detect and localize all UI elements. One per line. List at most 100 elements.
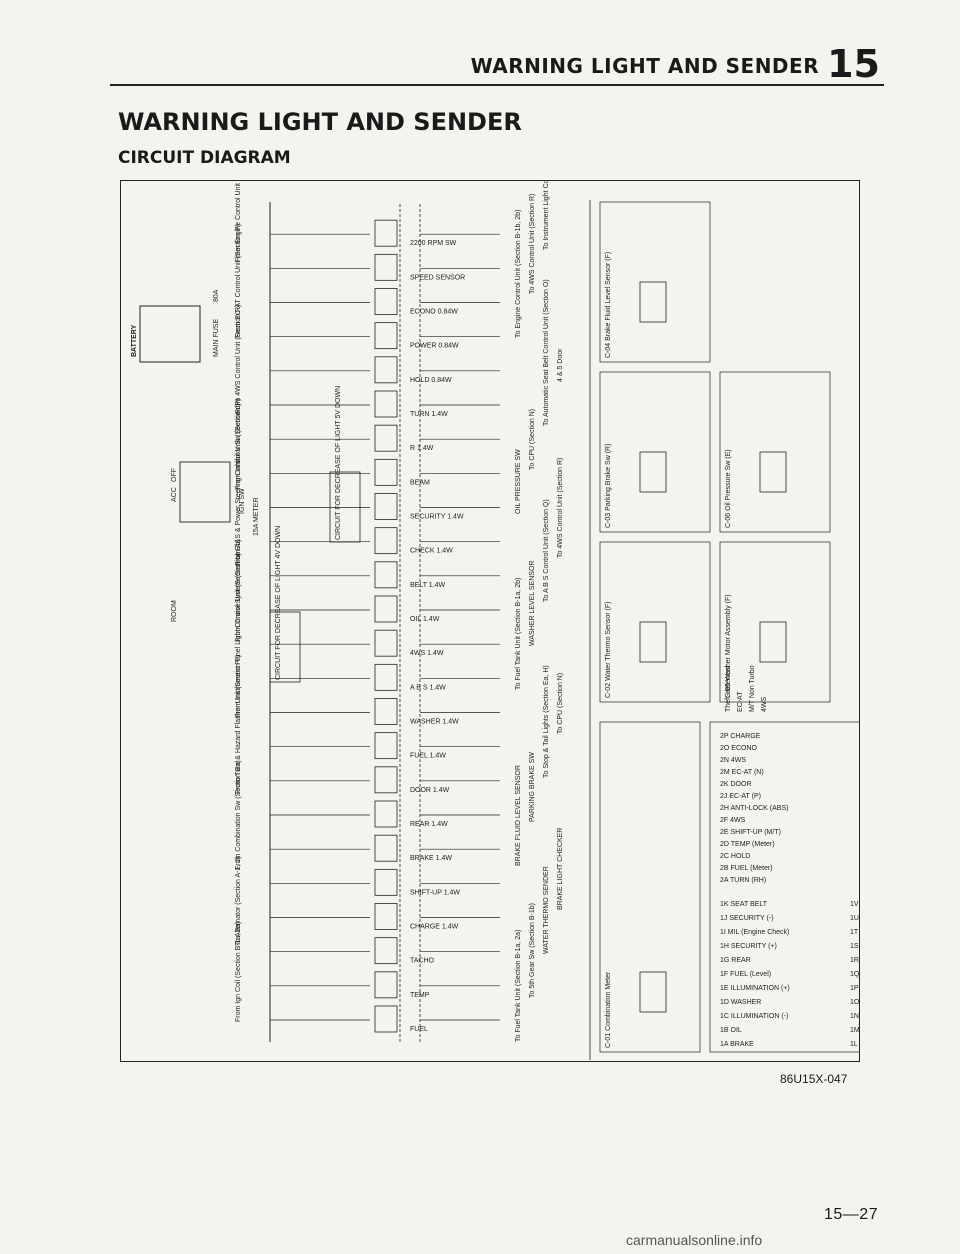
terminal-right-entry: 2H ANTI-LOCK (ABS) [720,805,788,812]
side-label: From Inhibitor Sw (Section P) [235,399,242,490]
lamp-box [374,971,398,999]
terminal-left-entry: 1C ILLUMINATION (-) [720,1013,788,1020]
lamp-box [374,219,398,247]
lamp-2: TACHO [270,937,500,965]
terminal-right-entry: 2C HOLD [720,853,750,860]
terminal-left-entry: 1Q TACHOMETER [850,971,860,978]
lamp-6: REAR 1.4W [270,800,500,828]
bottom-label: OIL PRESSURE SW [515,449,522,514]
battery-symbol [139,305,201,363]
terminal-right-entry: 2O ECONO [720,745,758,752]
connector-symbol [639,281,667,323]
side-label: From Turn & Hazard Flasher Unit (Section… [235,655,242,794]
connector-cell [599,371,711,533]
lamp-label: TACHO [410,958,435,965]
lamp-box [374,356,398,384]
connector-table: C-01 Combination Meter C-02 Water Thermo … [599,201,860,1053]
lamp-15: SECURITY 1.4W [270,493,500,521]
lamp-label: SECURITY 1.4W [410,514,464,521]
lamp-box [374,322,398,350]
bottom-label: To Fuel Tank Unit (Section B-1a, 2a) [515,930,522,1042]
page-number: 15—27 [824,1206,879,1223]
decrease-light-circuit-4v [269,611,301,683]
lamp-box [374,561,398,589]
bottom-label: To CPU (Section N) [529,409,536,470]
connector-cell [719,541,831,703]
lamp-box [374,800,398,828]
lamp-label: HOLD 0.84W [410,377,452,384]
connector-title: C-01 Combination Meter [605,971,612,1048]
lamp-22: SPEED SENSOR [270,253,500,281]
diagram-border [120,180,860,1062]
terminal-right-entry: 2N 4WS [720,757,746,764]
side-label: From Cruise Unit (Section L) [235,553,242,642]
connector-symbol [639,451,667,493]
connector-title: C-06 Oil Pressure Sw (E) [725,449,732,528]
bottom-label: To Fuel Tank Unit (Section B-1a, 2b) [515,578,522,690]
watermark-text: carmanualsonline.info [626,1232,763,1248]
lamp-label: FUEL 1.4W [410,753,446,760]
off-label: OFF [171,468,178,482]
terminal-right-entry: 2B FUEL (Meter) [720,865,773,872]
terminal-left-entry: 1L 2200 RPM Sw M/T EC-AT (R) [850,1041,860,1048]
lamp-box [374,698,398,725]
lamp-0: FUEL [270,1005,500,1033]
terminal-left-entry: 1R IGN [850,957,860,964]
lamp-5: BRAKE 1.4W [270,834,500,862]
lamp-label: SPEED SENSOR [410,274,465,281]
legend-entry: EC-AT [737,691,744,712]
bottom-label: 4 & 5 Door [557,348,564,382]
terminal-right-entry: 2K DOOR [720,781,752,788]
lamp-label: 2200 RPM SW [410,240,457,247]
terminal-left-entry: 1U SPEED SENSOR [850,915,860,922]
terminal-right-entry: 2M EC-AT (N) [720,769,764,776]
terminal-left-entry: 1A BRAKE [720,1041,754,1048]
lamp-label: A B S 1.4W [410,684,446,691]
legend-entry: M/T Non Turbo [749,665,756,712]
side-label: From Instrument Panel Light Control Syst… [235,539,242,718]
bottom-label: BRAKE LIGHT CHECKER [557,828,564,910]
circuit-diagram: BATTERY MAIN FUSE 80A IGN SW ACC OFF 15A… [120,180,860,1062]
legend-entry: 4WS [761,697,768,713]
bottom-label: To Automatic Seat Belt Control Unit (Sec… [543,279,550,426]
connector-cell [599,541,711,703]
lamp-box [374,458,398,486]
bottom-label: To Instrument Light Control System (Sect… [543,180,550,250]
side-label: From Combination Sw (Section Ea) [235,760,242,870]
bottom-label: To 5th Gear Sw (Section B-1b) [529,903,536,998]
lamp-14: CHECK 1.4W [270,527,500,555]
bottom-label: PARKING BRAKE SW [529,752,536,822]
lamp-16: BEAM [270,458,500,486]
terminal-left-entry: 1K SEAT BELT [720,901,768,908]
lamp-3: CHARGE 1.4W [270,903,500,931]
side-label: From EC-AT Control Unit (Section P) [235,224,242,338]
section-subtitle: CIRCUIT DIAGRAM [118,148,291,168]
lamp-8: FUEL 1.4W [270,732,500,760]
lamp-4: SHIFT-UP 1.4W [270,868,500,896]
lamp-19: HOLD 0.84W [270,356,500,384]
connector-title: C-02 Water Thermo Sensor (F) [605,602,612,698]
lamp-label: CHARGE 1.4W [410,924,459,931]
lamp-box [374,288,398,315]
lamp-label: R 1.4W [410,445,434,452]
fuse-80a-label: 80A [213,289,220,302]
connector-title: C-03 Parking Brake Sw (R) [605,444,612,528]
lamp-box [374,937,398,965]
lamp-box [374,493,398,520]
terminal-left-entry: 1B OIL [720,1027,742,1034]
lamp-label: SHIFT-UP 1.4W [410,889,460,896]
lamp-label: TURN 1.4W [410,411,448,418]
lamp-10: A B S 1.4W [270,663,500,691]
circuit-diagram-svg: BATTERY MAIN FUSE 80A IGN SW ACC OFF 15A… [120,180,860,1062]
bottom-label: WATER THERMO SENDER [543,866,550,954]
terminal-right-entry: 2D TEMP (Meter) [720,841,775,848]
battery-label: BATTERY [131,324,138,357]
connector-title: C-04 Brake Fluid Level Sensor (F) [605,252,612,358]
lamp-13: BELT 1.4W [270,561,500,589]
lamp-box [374,390,398,418]
bottom-label: To Stop & Tail Lights (Section Ea, H) [543,665,550,778]
terminal-left-entry: 1I MIL (Engine Check) [720,929,789,936]
terminal-table-frame [709,721,860,1053]
